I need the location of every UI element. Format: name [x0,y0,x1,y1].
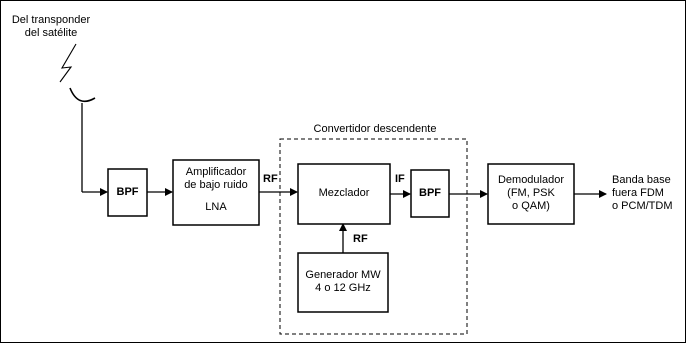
source-label-line1: Del transponder [11,14,91,26]
downconverter-group-border [279,138,468,335]
demodulator-label: Demodulador (FM, PSK o QAM) [488,174,574,213]
demodulator-label-line2: (FM, PSK [507,187,555,199]
demodulator-block [487,163,575,225]
source-label: Del transponder del satélite [6,14,96,40]
generator-label-line1: Generador MW [305,269,381,281]
output-label-line1: Banda base [612,174,671,186]
generator-block [297,252,389,313]
if-output-label: IF [395,173,405,185]
signal-bolt-icon [59,43,77,83]
output-label: Banda base fuera FDM o PCM/TDM [612,174,673,213]
rf-lo-label: RF [353,233,368,245]
bpf1-label: BPF [116,186,139,198]
bpf1-block [107,168,148,217]
bpf2-block [410,169,450,218]
output-label-line2: fuera FDM [612,187,664,199]
generator-label: Generador MW 4 o 12 GHz [298,269,388,295]
mixer-label: Mezclador [318,187,370,199]
lna-label-line1: Amplificador [185,166,247,178]
lna-label-line3: LNA [205,201,227,213]
output-label-line3: o PCM/TDM [612,200,673,212]
bpf2-label: BPF [419,187,441,199]
lna-label: Amplificador de bajo ruido LNA [173,166,259,214]
demodulator-label-line1: Demodulador [497,174,565,186]
downconverter-label: Convertidor descendente [313,123,437,135]
antenna-dish-icon [69,87,96,103]
generator-label-line2: 4 o 12 GHz [315,282,371,294]
lna-block [172,159,260,226]
source-label-line2: del satélite [24,27,78,39]
lna-label-line2: de bajo ruido [184,179,248,191]
demodulator-label-line3: o QAM) [512,200,550,212]
rf-output-label: RF [263,173,278,185]
mixer-block [297,163,391,225]
